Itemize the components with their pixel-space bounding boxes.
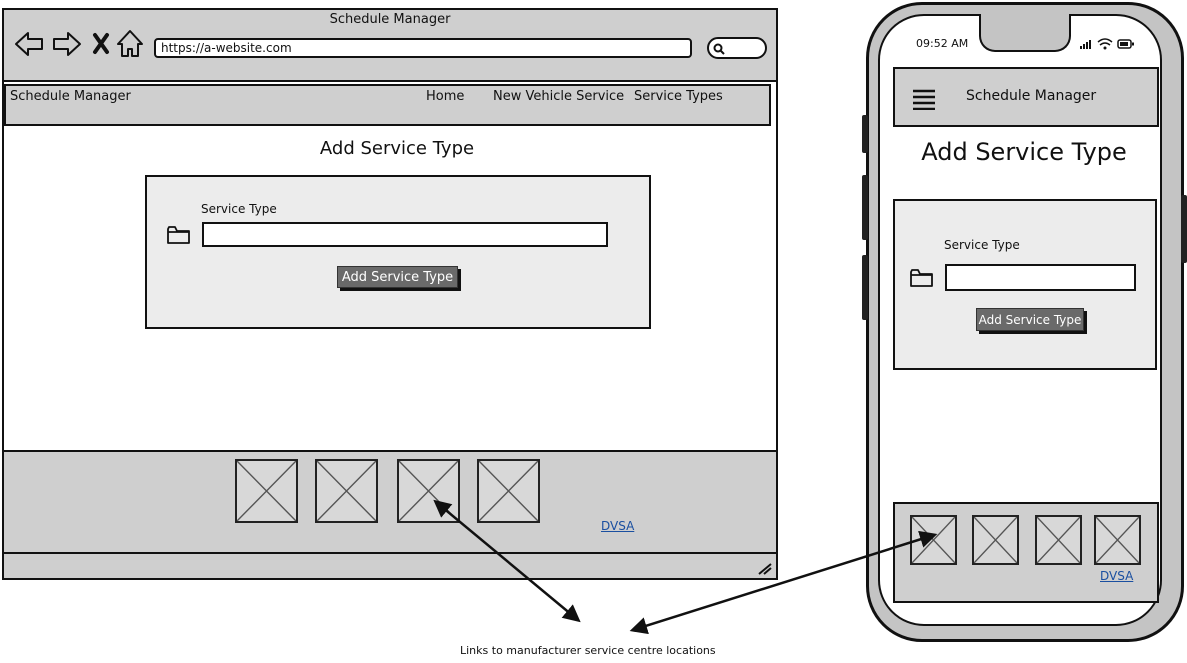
annotation-text: Links to manufacturer service centre loc… [460, 644, 716, 657]
footer-image-placeholder[interactable] [315, 459, 378, 523]
add-service-type-button[interactable]: Add Service Type [337, 266, 458, 288]
forward-arrow-icon[interactable] [53, 32, 81, 56]
status-time: 09:52 AM [916, 37, 969, 50]
browser-status-bar [2, 552, 778, 554]
nav-link-home[interactable]: Home [426, 89, 465, 104]
resize-grip-icon[interactable] [757, 561, 773, 575]
footer [2, 450, 778, 554]
phone-side-button [862, 175, 868, 240]
status-icons [1080, 38, 1134, 50]
battery-icon [1117, 39, 1134, 49]
mobile-footer-image-placeholder[interactable] [1035, 515, 1082, 565]
mobile-service-type-input[interactable] [945, 264, 1136, 291]
nav-link-new-vehicle-service[interactable]: New Vehicle Service [493, 89, 625, 104]
back-arrow-icon[interactable] [15, 32, 43, 56]
wifi-icon [1097, 38, 1113, 50]
navbar-brand[interactable]: Schedule Manager [10, 89, 131, 104]
service-type-label: Service Type [201, 202, 277, 216]
footer-image-placeholder[interactable] [477, 459, 540, 523]
form-card: Service Type Add Service Type [145, 175, 651, 329]
phone-notch [979, 14, 1071, 52]
mobile-page-title: Add Service Type [921, 138, 1127, 166]
folder-icon [167, 226, 190, 244]
phone-side-button [862, 115, 868, 153]
stop-icon[interactable] [93, 33, 109, 54]
folder-icon [910, 269, 933, 287]
footer-dvsa-link[interactable]: DVSA [601, 519, 635, 533]
browser-search-box[interactable] [707, 37, 767, 59]
browser-nav-buttons [15, 30, 143, 57]
url-bar[interactable]: https://a-website.com [154, 38, 692, 58]
mobile-add-service-type-button[interactable]: Add Service Type [976, 308, 1084, 331]
phone-side-button [862, 255, 868, 320]
footer-image-placeholder[interactable] [235, 459, 298, 523]
phone-side-button [1181, 195, 1187, 263]
footer-image-placeholder[interactable] [397, 459, 460, 523]
browser-window-title: Schedule Manager [329, 12, 451, 27]
mobile-footer-image-placeholder[interactable] [1094, 515, 1141, 565]
mobile-header: Schedule Manager [893, 67, 1159, 127]
service-type-input[interactable] [202, 222, 608, 247]
mobile-form-card: Service Type Add Service Type [893, 199, 1157, 370]
mobile-footer-image-placeholder[interactable] [910, 515, 957, 565]
mobile-header-title[interactable]: Schedule Manager [966, 88, 1097, 104]
page-title: Add Service Type [319, 138, 475, 159]
home-icon[interactable] [117, 30, 143, 57]
mobile-footer-dvsa-link[interactable]: DVSA [1100, 569, 1134, 583]
navbar: Schedule Manager Home New Vehicle Servic… [4, 84, 771, 126]
hamburger-menu-icon[interactable] [912, 88, 936, 110]
nav-link-service-types[interactable]: Service Types [634, 89, 723, 104]
search-icon [713, 43, 725, 55]
url-text: https://a-website.com [161, 41, 292, 55]
mobile-service-type-label: Service Type [944, 238, 1020, 252]
signal-icon [1080, 40, 1091, 49]
mobile-footer-image-placeholder[interactable] [972, 515, 1019, 565]
